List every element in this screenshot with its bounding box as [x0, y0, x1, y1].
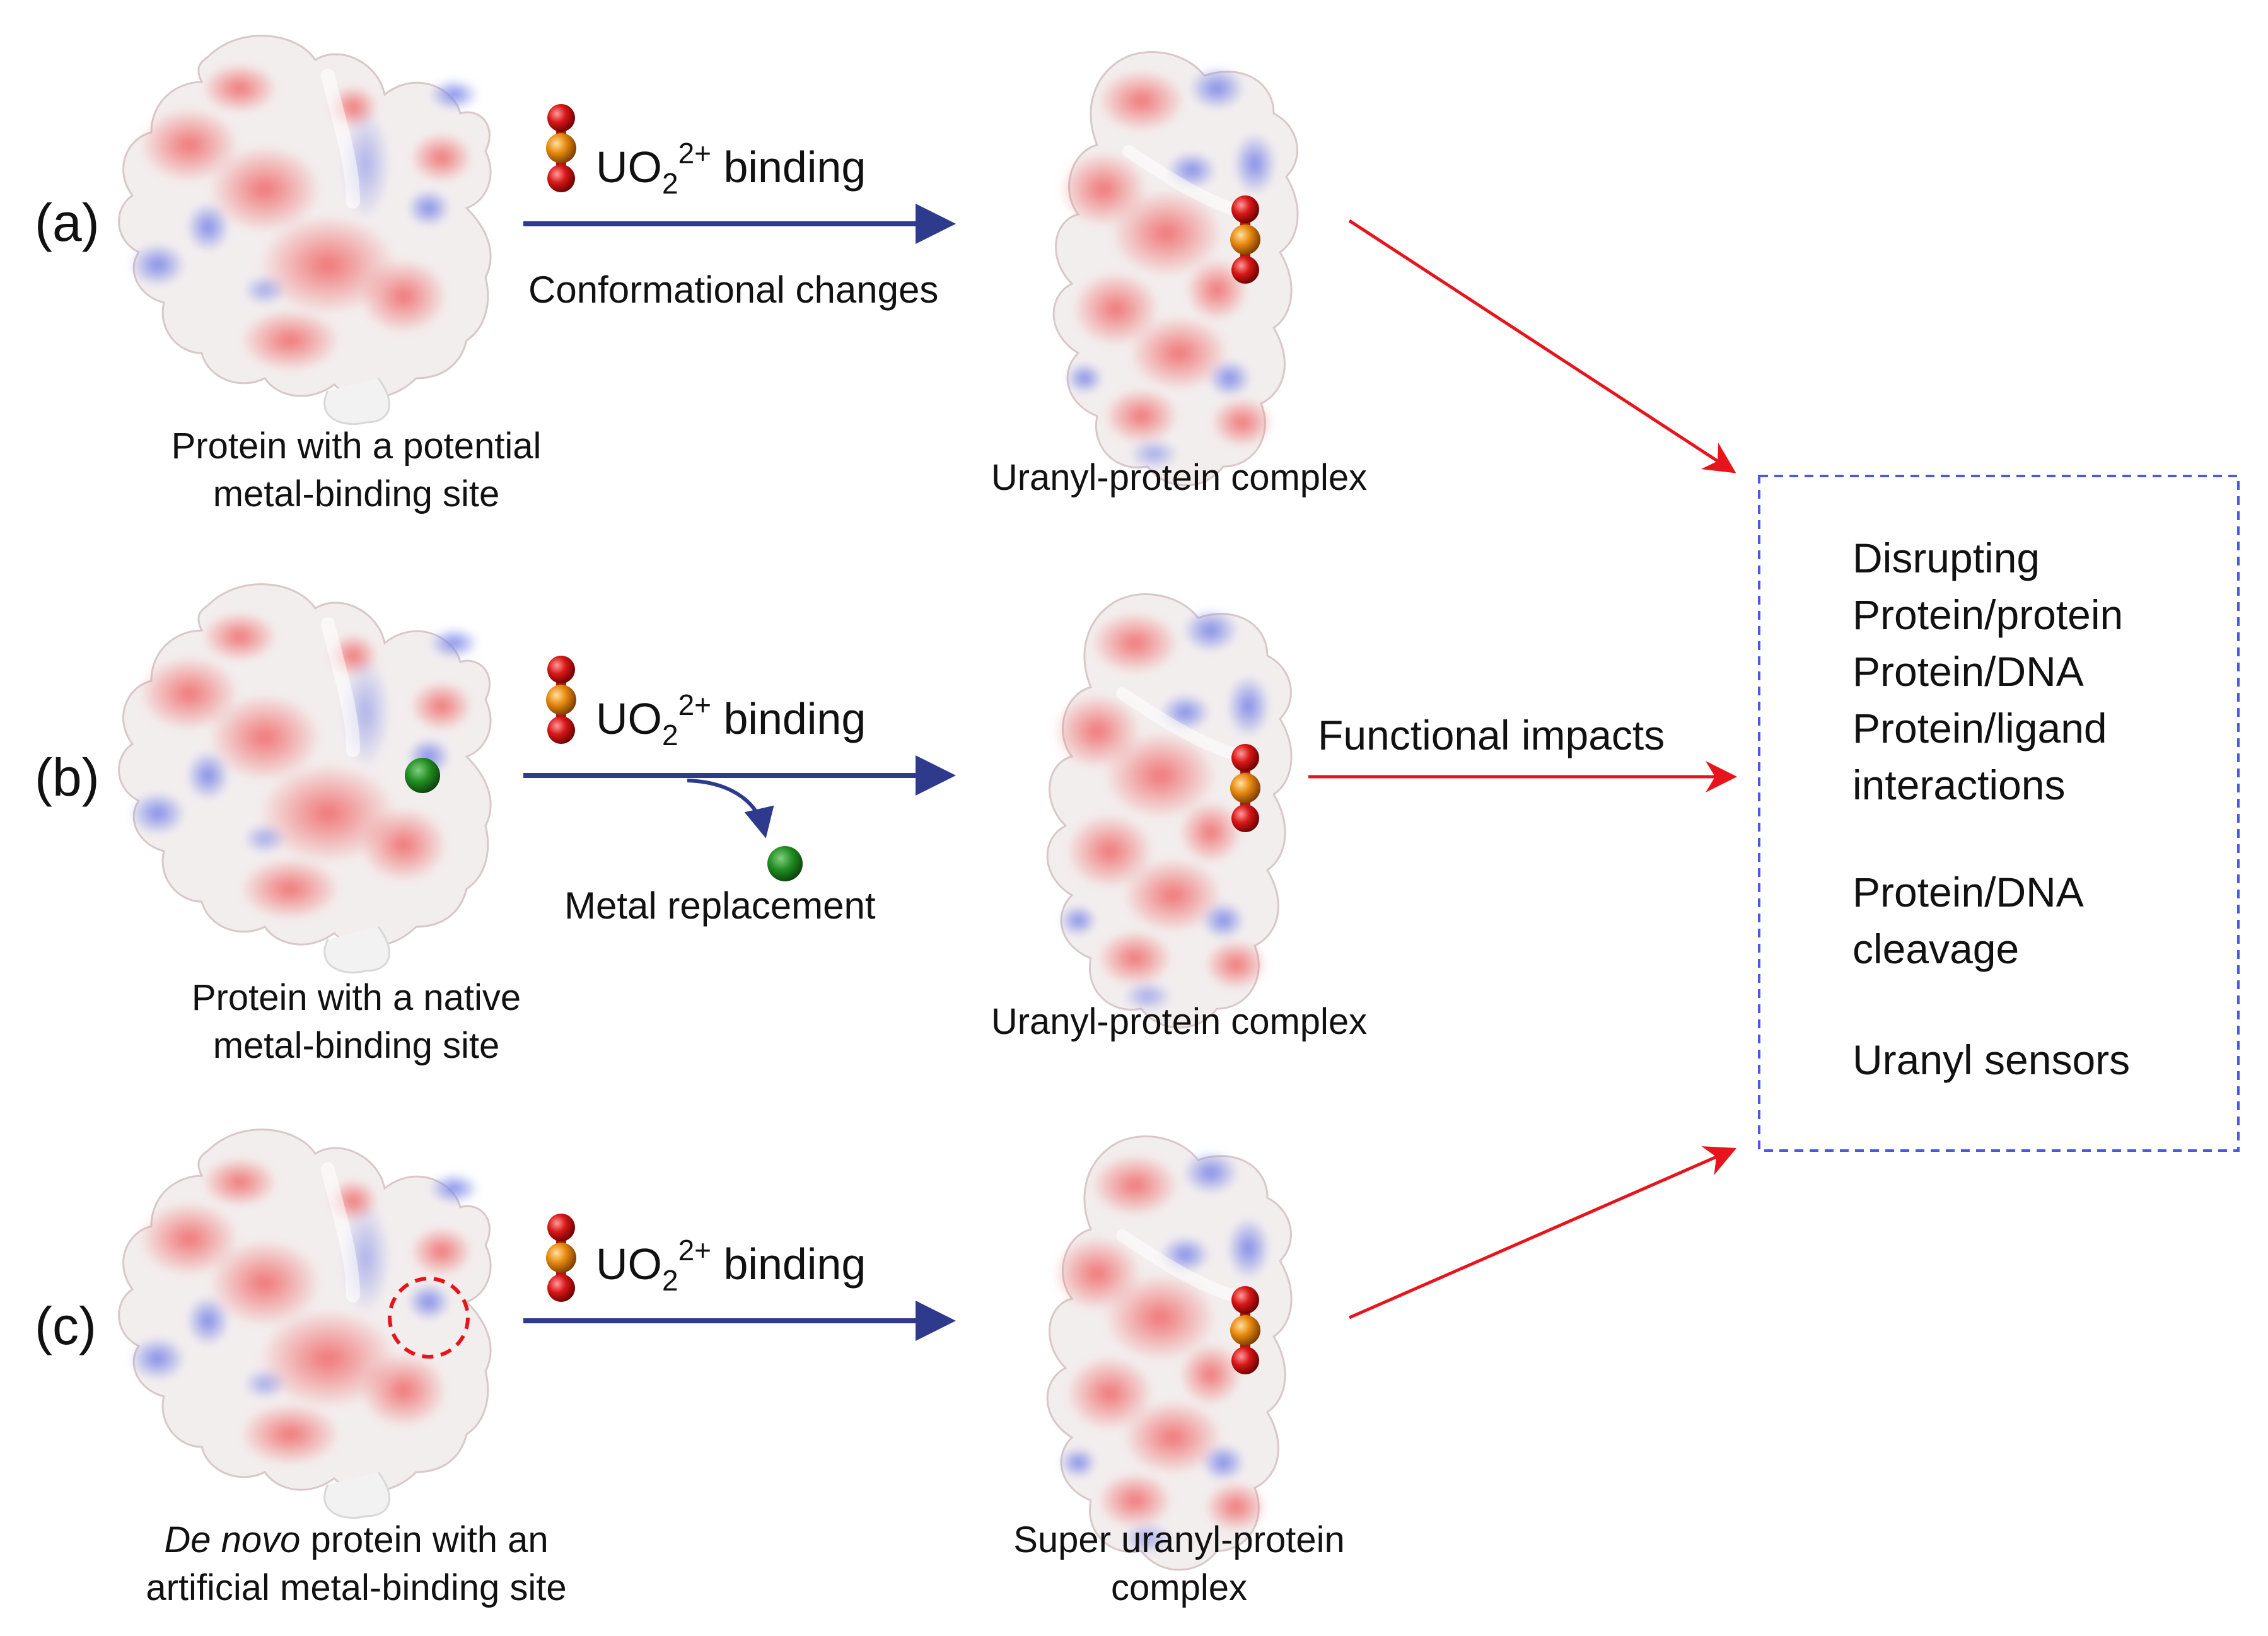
- caption-right-a: Uranyl-protein complex: [991, 457, 1368, 498]
- outcome-group-cleavage: Protein/DNA cleavage: [1852, 869, 2084, 972]
- uranyl-ion-a-legend: [546, 104, 576, 192]
- uranyl-complex-protein-a: [1054, 52, 1298, 485]
- outcome-group-interactions: Disrupting Protein/protein Protein/DNA P…: [1852, 535, 2124, 808]
- uranyl-ion-c-legend: [546, 1214, 576, 1302]
- binding-label-a: UO22+ binding: [596, 137, 866, 200]
- row-label-b: (b): [35, 748, 100, 807]
- binding-label-b: UO22+ binding: [596, 688, 866, 751]
- native-metal-ion: [405, 758, 440, 793]
- caption-left-c: De novo protein with an artificial metal…: [146, 1519, 567, 1608]
- note-metal-replacement: Metal replacement: [564, 885, 876, 927]
- released-metal-ion: [767, 846, 803, 881]
- artificial-site-marker: [388, 1277, 470, 1359]
- row-label-c: (c): [35, 1296, 96, 1355]
- row-label-a: (a): [35, 193, 100, 252]
- released-metal-arrow: [687, 779, 774, 838]
- outcome-box: [1758, 475, 2240, 1152]
- uranyl-ion-b-complex: [1230, 744, 1260, 832]
- note-conformational-changes: Conformational changes: [528, 269, 939, 311]
- binding-label-c: UO22+ binding: [596, 1234, 866, 1297]
- caption-right-b: Uranyl-protein complex: [991, 1001, 1368, 1042]
- outcome-group-sensors: Uranyl sensors: [1852, 1036, 2131, 1083]
- uranyl-ion-c-complex: [1230, 1286, 1260, 1374]
- functional-impacts-label: Functional impacts: [1318, 712, 1665, 758]
- impact-arrow-c: [1348, 1146, 1737, 1320]
- apo-protein-a: [119, 36, 491, 424]
- uranyl-ion-b-legend: [546, 656, 576, 744]
- impact-arrow-a: [1348, 219, 1736, 473]
- apo-protein-c: [119, 1130, 491, 1518]
- uranyl-ion-a-complex: [1230, 195, 1260, 284]
